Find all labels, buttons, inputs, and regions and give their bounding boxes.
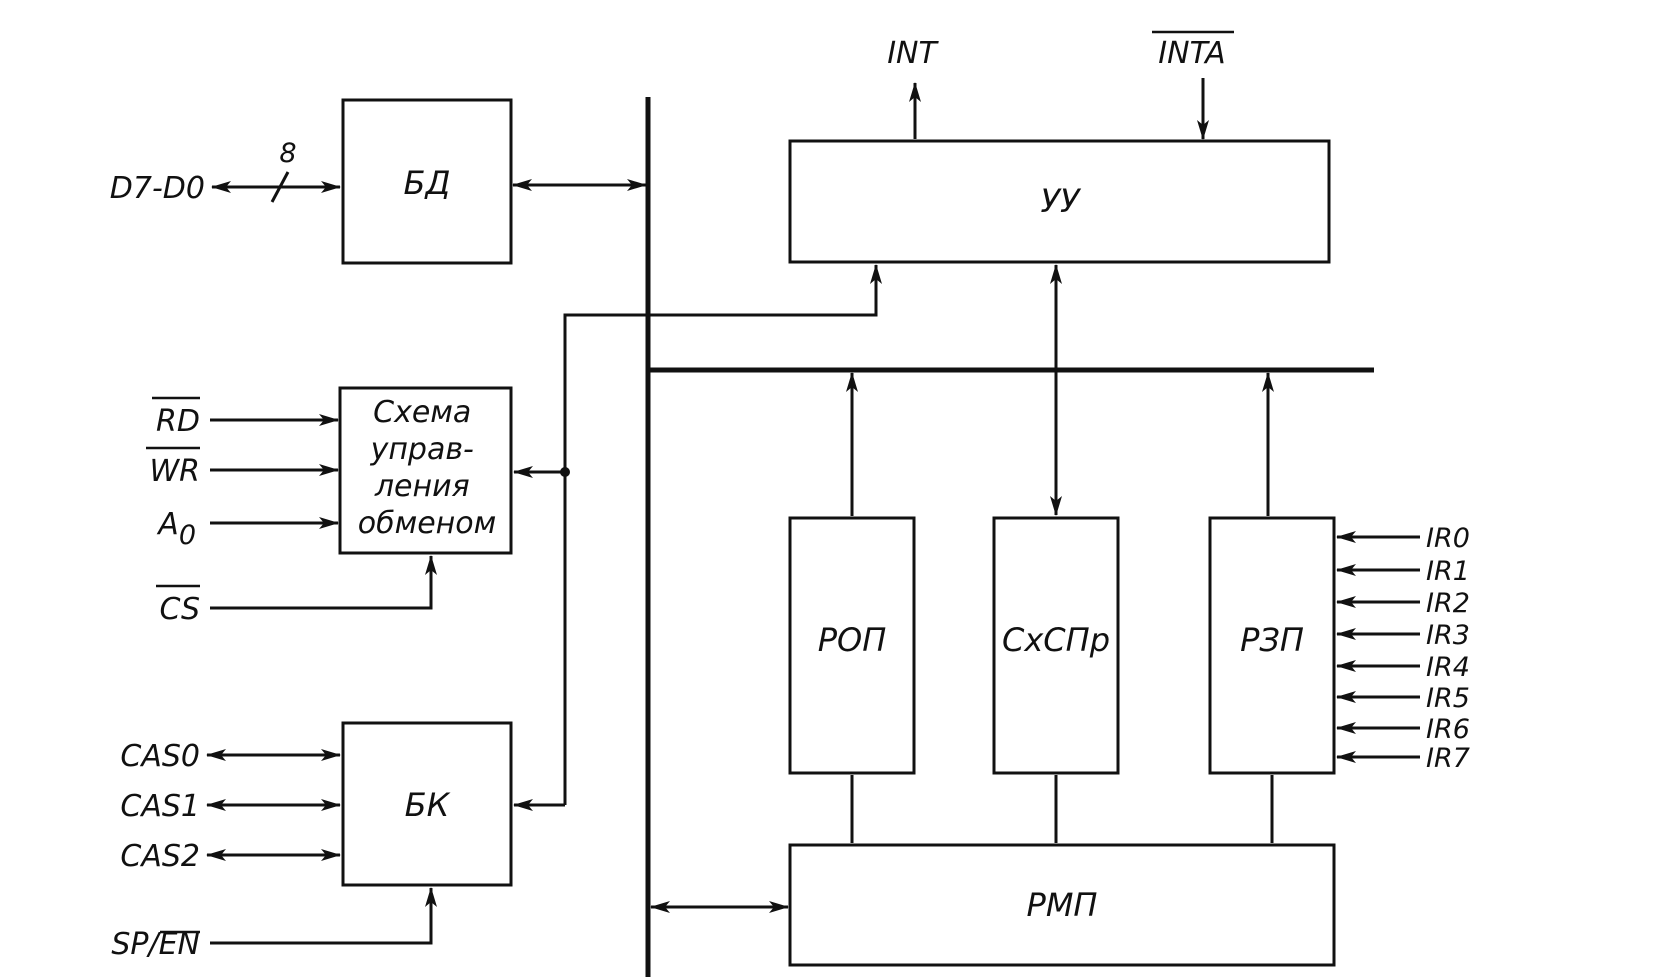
bk-block xyxy=(341,721,513,887)
bus-width-label: 8 xyxy=(279,138,296,169)
exchange-control-line-4: обменом xyxy=(358,506,497,541)
cs-label: CS xyxy=(159,592,200,627)
control-line-to-uu xyxy=(563,264,882,805)
int-label: INT xyxy=(887,36,939,71)
ir5-label: IR5 xyxy=(1426,683,1470,714)
inta-label: INTA xyxy=(1158,36,1225,71)
wr-label: WR xyxy=(149,454,200,489)
sxspr-label: СхСПр xyxy=(1002,621,1110,659)
ir0-label: IR0 xyxy=(1426,523,1470,554)
sp-en-line xyxy=(210,887,437,945)
ir7-label: IR7 xyxy=(1426,743,1470,774)
ir3-label: IR3 xyxy=(1426,620,1470,651)
rzp-label: РЗП xyxy=(1240,621,1304,659)
uu-block xyxy=(788,139,1331,264)
bd-label: БД xyxy=(404,164,451,202)
ir1-label: IR1 xyxy=(1426,556,1470,587)
rd-label: RD xyxy=(156,404,200,439)
ir4-label: IR4 xyxy=(1426,652,1470,683)
cs-line xyxy=(210,555,437,610)
rop-label: РОП xyxy=(818,621,887,659)
rmp-label: РМП xyxy=(1027,886,1098,924)
cas2-label: CAS2 xyxy=(120,839,200,874)
rzp-block xyxy=(1208,516,1336,775)
junction-dot xyxy=(560,467,570,477)
bus-width-slash xyxy=(270,171,290,203)
exchange-control-block xyxy=(338,386,513,555)
rop-block xyxy=(788,516,916,775)
bd-block xyxy=(341,98,513,265)
a0-label: A0 xyxy=(156,507,196,551)
sxspr-block xyxy=(992,516,1120,775)
cas1-label: CAS1 xyxy=(120,789,200,824)
ir6-label: IR6 xyxy=(1426,714,1470,745)
a0-subscript: 0 xyxy=(179,520,196,551)
exchange-control-line-1: Схема xyxy=(373,395,471,430)
bk-label: БК xyxy=(405,786,451,824)
data-bus-label: D7-D0 xyxy=(110,171,205,206)
sp-part: SP/ xyxy=(111,927,161,962)
exchange-control-line-2: управ- xyxy=(370,432,474,467)
ir-inputs: IR0 IR1 IR2 IR3 IR4 IR5 IR6 IR7 xyxy=(1336,523,1470,774)
cas0-label: CAS0 xyxy=(120,739,200,774)
a0-base: A xyxy=(156,507,179,542)
exchange-control-label: Схема управ- ления обменом xyxy=(358,395,497,541)
uu-label: УУ xyxy=(1041,182,1083,220)
rmp-block xyxy=(788,843,1336,967)
exchange-control-line-3: ления xyxy=(374,469,470,504)
ir2-label: IR2 xyxy=(1426,588,1470,619)
